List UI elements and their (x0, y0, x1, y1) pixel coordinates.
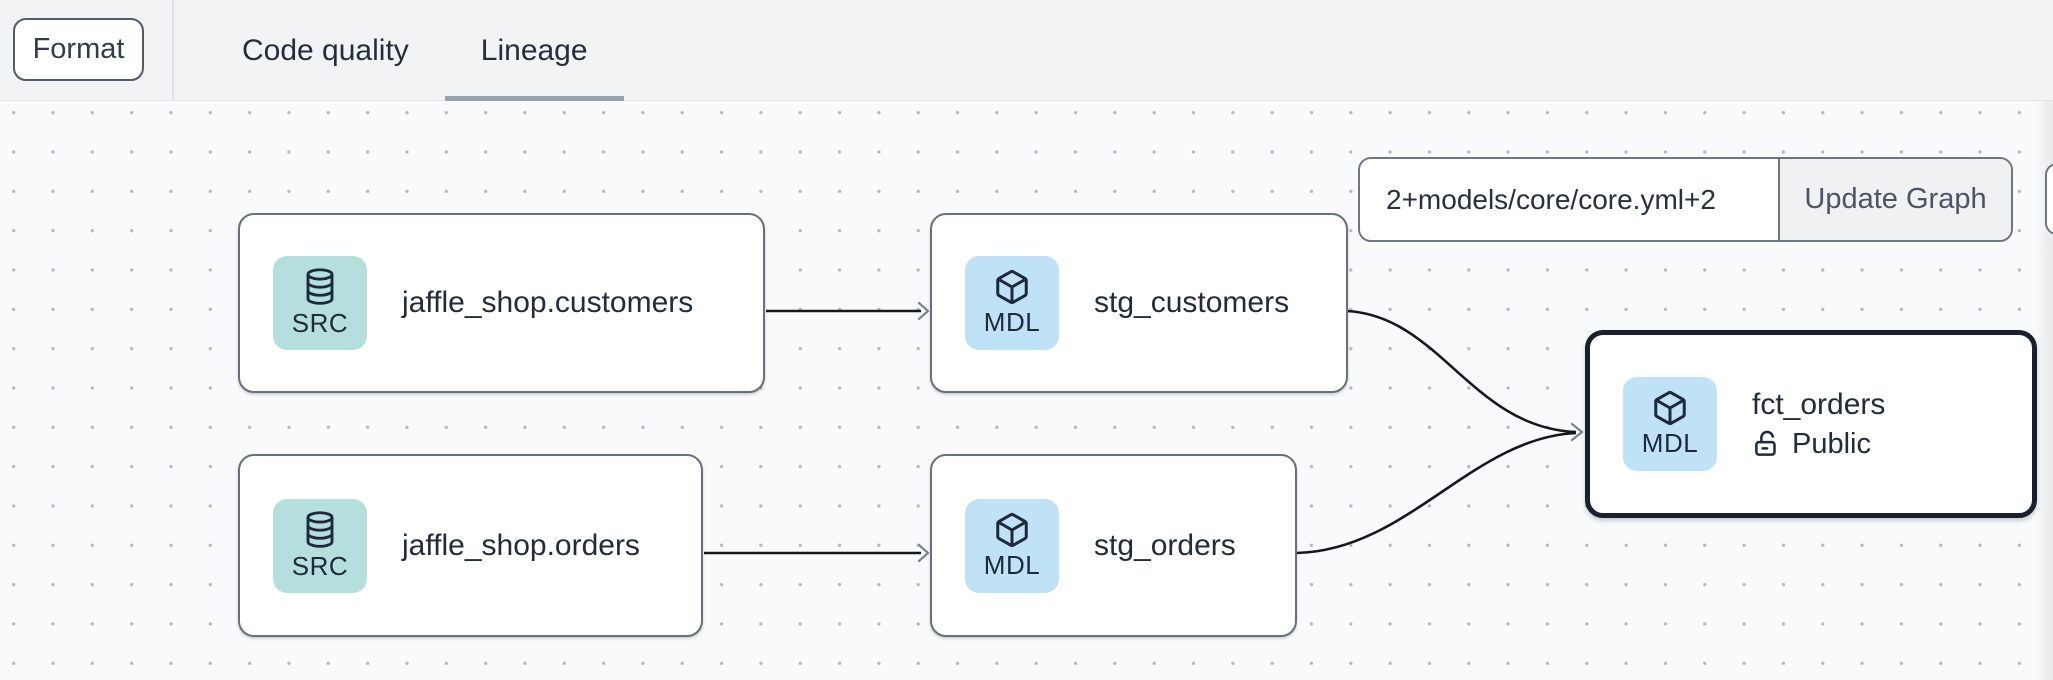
update-graph-button[interactable]: Update Graph (1778, 159, 2011, 240)
source-badge: SRC (273, 256, 367, 350)
node-label: jaffle_shop.customers (402, 286, 694, 319)
cube-icon (996, 512, 1028, 547)
lineage-selector-group: Update Graph (1358, 157, 2013, 242)
node-fct-orders[interactable]: MDL fct_orders Public (1585, 330, 2037, 518)
tab-lineage[interactable]: Lineage (444, 0, 624, 101)
node-jaffle-shop-orders[interactable]: SRC jaffle_shop.orders (238, 454, 703, 637)
editor-toolbar: Format Code quality Lineage (0, 0, 2053, 101)
access-label: Public (1792, 427, 1871, 460)
lineage-selector-input[interactable] (1360, 159, 1778, 240)
badge-label: MDL (983, 307, 1041, 337)
node-label: fct_orders (1752, 387, 1886, 421)
node-label: stg_customers (1094, 286, 1290, 319)
lock-open-icon (1755, 430, 1776, 456)
format-button[interactable]: Format (13, 18, 144, 81)
tab-code-quality[interactable]: Code quality (242, 33, 409, 67)
badge-label: SRC (291, 550, 349, 581)
database-icon (306, 268, 334, 305)
node-label: jaffle_shop.orders (402, 528, 640, 562)
node-stg-customers[interactable]: MDL stg_customers (930, 213, 1348, 393)
model-badge: MDL (965, 256, 1059, 350)
badge-label: MDL (983, 549, 1041, 580)
node-jaffle-shop-customers[interactable]: SRC jaffle_shop.customers (238, 213, 765, 393)
cube-icon (1654, 390, 1686, 426)
badge-label: MDL (1641, 428, 1699, 458)
badge-label: SRC (291, 308, 349, 338)
database-icon (306, 510, 334, 548)
model-badge: MDL (965, 498, 1059, 593)
toolbar-divider (172, 0, 174, 100)
access-row: Public (1752, 428, 1885, 461)
node-stg-orders[interactable]: MDL stg_orders (930, 454, 1297, 637)
source-badge: SRC (273, 498, 367, 593)
cube-icon (996, 269, 1028, 305)
model-badge: MDL (1623, 377, 1717, 471)
truncated-edge-button[interactable] (2045, 163, 2053, 235)
panel-tabs: Code quality Lineage (206, 0, 624, 101)
node-label: stg_orders (1094, 528, 1236, 562)
